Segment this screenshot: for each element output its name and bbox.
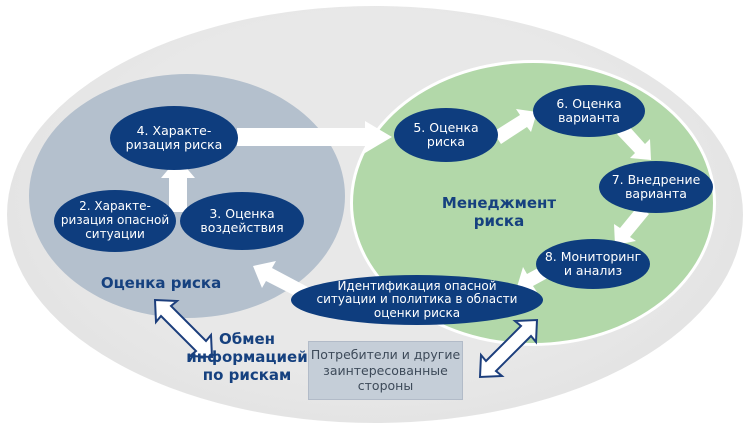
arrow-icon-5-to-6 bbox=[493, 109, 537, 144]
arrow-icon-7-to-8 bbox=[614, 206, 649, 245]
node-exposure-assessment: 3. Оценка воздействия bbox=[180, 192, 304, 250]
arrow-icon-6-to-7 bbox=[617, 124, 651, 160]
node-hazard-identification: Идентификация опасной ситуации и политик… bbox=[291, 275, 543, 325]
double-arrow-icon-communication bbox=[153, 298, 214, 359]
arrow-icon-4-to-5 bbox=[237, 121, 392, 153]
node-option-assessment: 6. Оценка варианта bbox=[533, 85, 645, 137]
risk-communication-label: Обмен информацией по рискам bbox=[186, 330, 308, 384]
stakeholders-box: Потребители и другие заинтересованные ст… bbox=[308, 341, 463, 400]
node-monitoring-review: 8. Мониторинг и анализ bbox=[536, 239, 650, 289]
node-hazard-characterization: 2. Характе- ризация опасной ситуации bbox=[54, 190, 176, 252]
node-risk-characterization: 4. Характе- ризация риска bbox=[110, 106, 238, 170]
risk-management-label: Менеджмент риска bbox=[441, 194, 557, 230]
node-option-implementation: 7. Внедрение варианта bbox=[599, 161, 713, 213]
risk-assessment-label: Оценка риска bbox=[100, 274, 222, 292]
double-arrow-icon-stakeholders bbox=[478, 318, 539, 379]
arrow-icon-23-to-4 bbox=[161, 158, 195, 212]
node-risk-evaluation: 5. Оценка риска bbox=[394, 108, 498, 162]
